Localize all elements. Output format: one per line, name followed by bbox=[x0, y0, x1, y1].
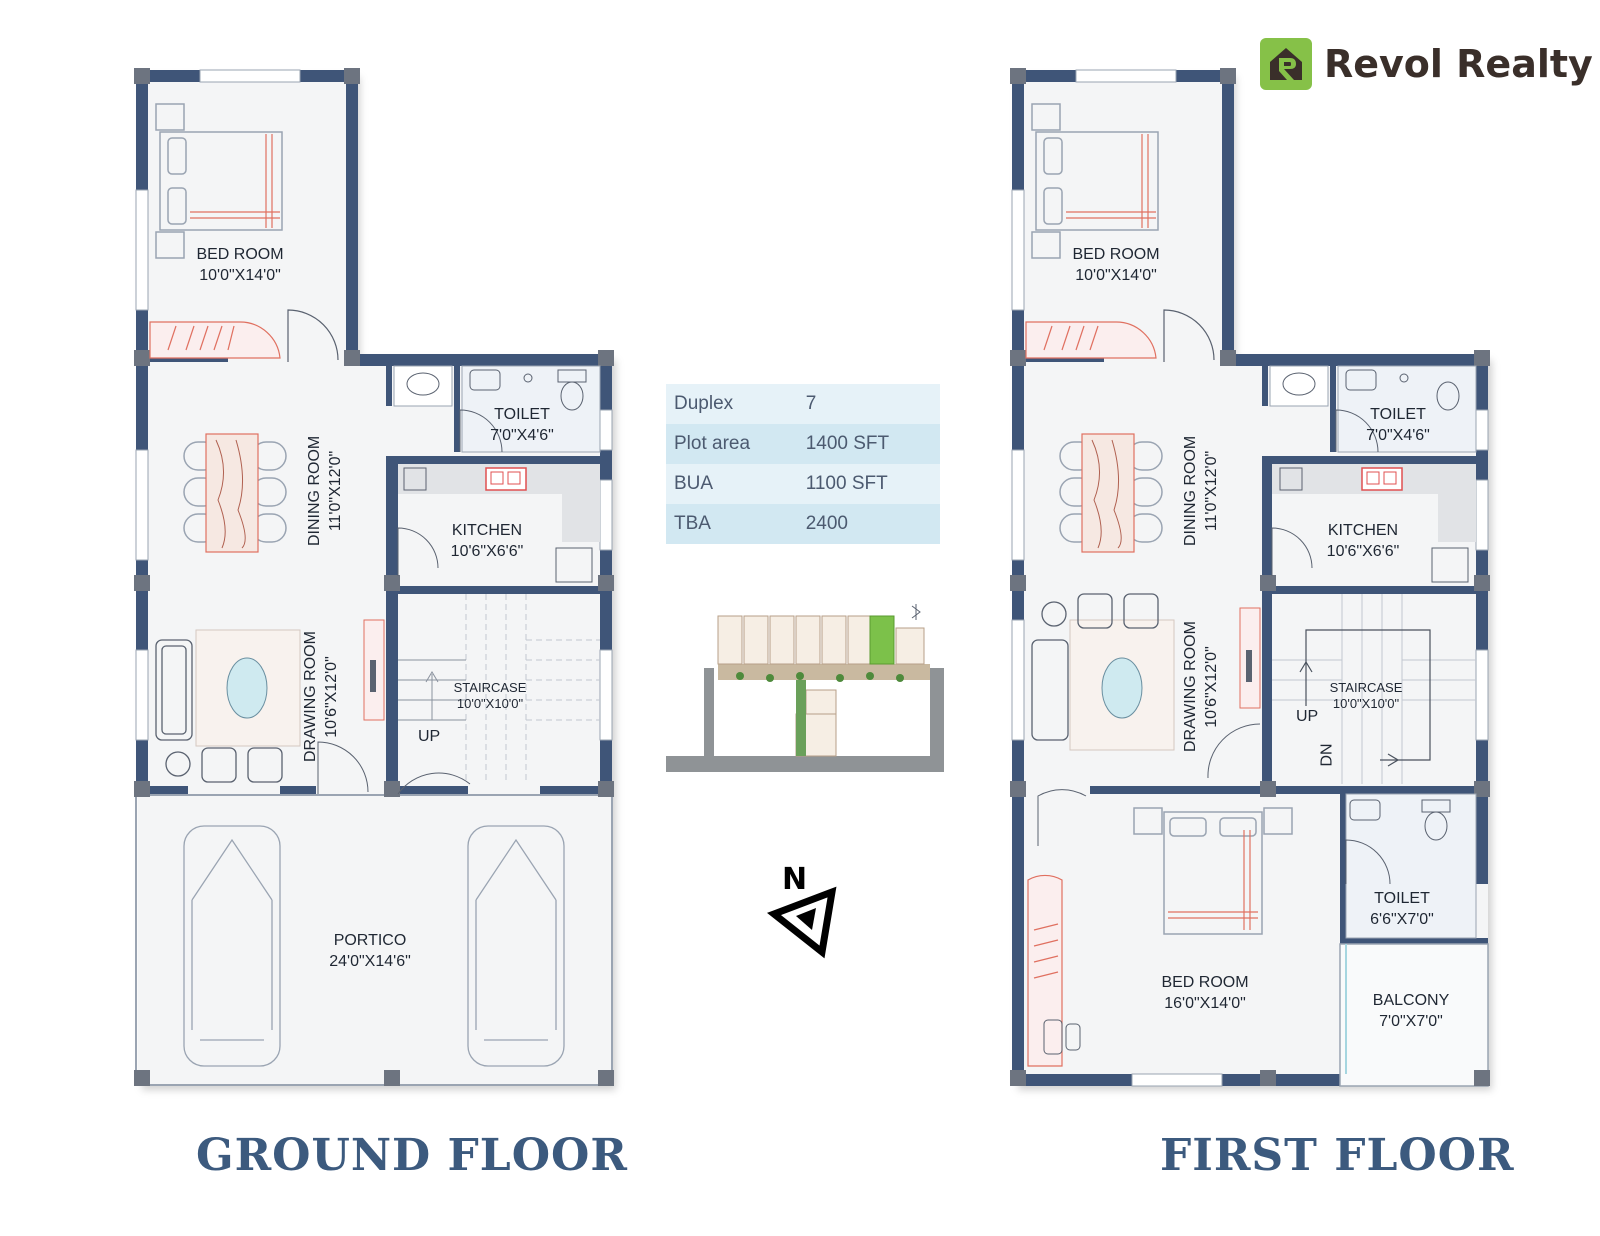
stair-up-label: UP bbox=[418, 728, 441, 745]
ground-floor-plan bbox=[134, 68, 614, 1086]
north-arrow-icon bbox=[766, 886, 837, 959]
ground-floor-title: GROUND FLOOR bbox=[196, 1130, 628, 1181]
brand-header: Revol Realty bbox=[1260, 38, 1593, 90]
stats-label: Plot area bbox=[674, 433, 751, 454]
stats-value: 1100 SFT bbox=[805, 473, 888, 494]
site-map-thumbnail bbox=[666, 604, 946, 772]
car-icon bbox=[183, 825, 565, 1067]
stats-value: 2400 bbox=[805, 513, 848, 534]
stair-up-label: UP bbox=[1296, 708, 1319, 725]
project-stats-table: Duplex 7 Plot area 1400 SFT BUA 1100 SFT TB… bbox=[666, 384, 940, 544]
stats-label: BUA bbox=[674, 473, 714, 494]
stats-value: 1400 SFT bbox=[805, 433, 890, 454]
stats-label: Duplex bbox=[674, 393, 734, 414]
stats-label: TBA bbox=[674, 513, 711, 534]
stats-row: BUA 1100 SFT bbox=[666, 464, 940, 504]
house-r-logo-icon bbox=[1260, 38, 1312, 90]
stats-row: TBA 2400 bbox=[666, 504, 940, 544]
brand-name: Revol Realty bbox=[1324, 42, 1593, 86]
first-floor-plan bbox=[1010, 68, 1490, 1087]
north-label: N bbox=[782, 862, 808, 897]
stats-row: Duplex 7 bbox=[666, 384, 940, 424]
first-floor-title: FIRST FLOOR bbox=[1160, 1130, 1515, 1181]
stair-down-label: DN bbox=[1318, 743, 1336, 767]
stats-value: 7 bbox=[805, 393, 817, 414]
stats-row: Plot area 1400 SFT bbox=[666, 424, 940, 464]
